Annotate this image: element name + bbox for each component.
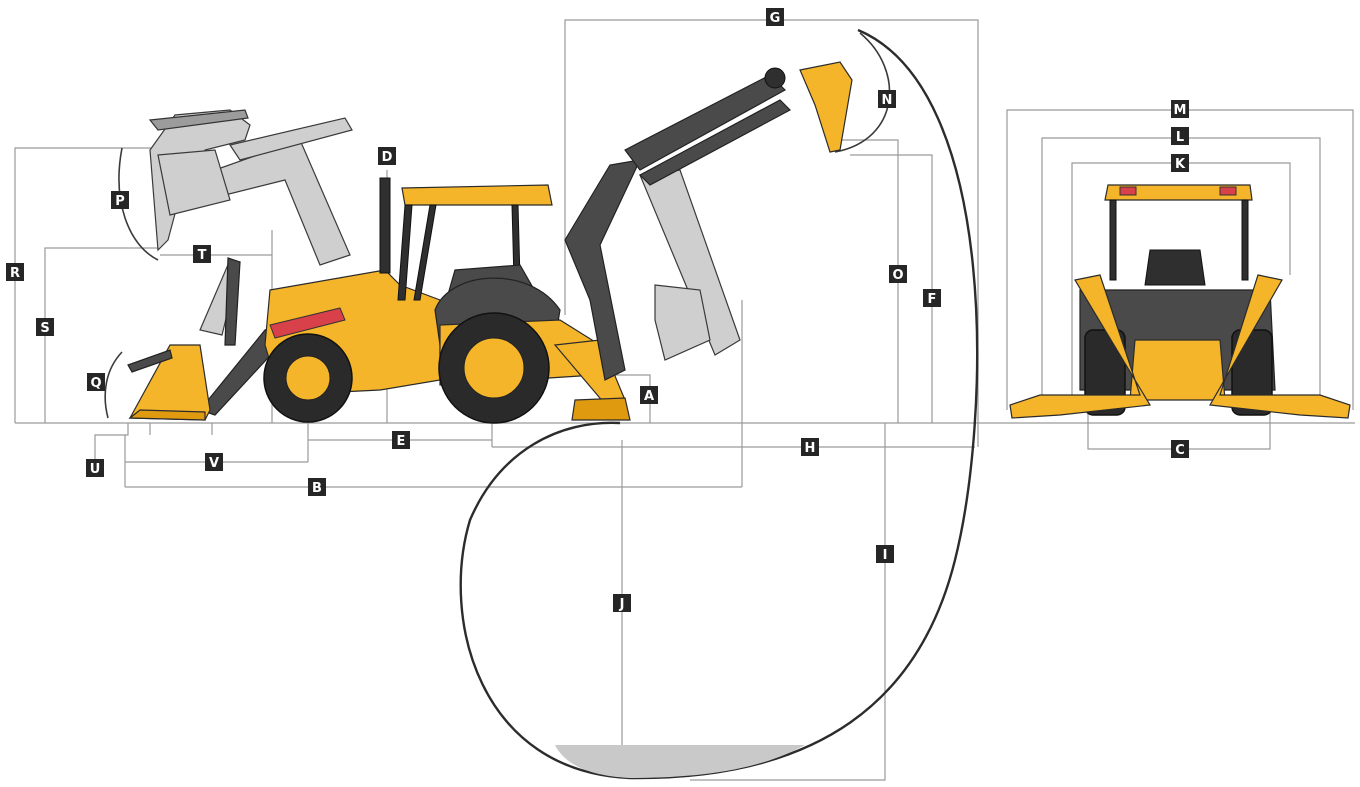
label-l: L [1171,127,1189,145]
lowered-loader-ghost [199,257,241,346]
label-p: P [111,191,129,209]
label-d: D [378,147,396,165]
label-u: U [86,459,104,477]
label-c: C [1171,440,1189,458]
label-n: N [878,90,896,108]
svg-text:Q: Q [90,376,101,391]
label-v: V [205,453,223,471]
dimension-labels: A B C D E F G H I J K L M N O P Q R S T … [6,8,1189,612]
label-e: E [392,431,410,449]
svg-text:T: T [198,248,207,263]
svg-text:B: B [312,481,322,496]
label-j: J [613,594,631,612]
dig-depth-area [555,745,805,778]
svg-text:F: F [928,292,937,307]
svg-text:U: U [90,462,101,477]
label-f: F [923,289,941,307]
svg-text:E: E [397,434,406,449]
svg-text:J: J [619,597,625,612]
label-h: H [801,438,819,456]
label-b: B [308,478,326,496]
label-g: G [766,8,784,26]
label-k: K [1171,154,1189,172]
raised-loader-ghost [148,109,353,266]
svg-text:D: D [382,150,393,165]
label-r: R [6,263,24,281]
label-o: O [889,265,907,283]
svg-text:R: R [10,266,20,281]
label-q: Q [87,373,105,391]
svg-text:I: I [883,548,888,563]
svg-text:G: G [770,11,781,26]
svg-text:H: H [805,441,816,456]
svg-text:K: K [1175,157,1186,172]
svg-text:V: V [209,456,219,471]
svg-text:C: C [1175,443,1185,458]
label-s: S [36,318,54,336]
label-a: A [640,386,658,404]
backhoe-loader-side [127,177,631,424]
svg-text:M: M [1174,103,1187,118]
backhoe-arm [564,61,853,381]
svg-text:O: O [892,268,903,283]
label-m: M [1171,100,1189,118]
svg-text:N: N [882,93,893,108]
svg-text:S: S [40,321,49,336]
backhoe-front-view [1009,184,1351,419]
svg-text:L: L [1176,130,1184,145]
label-t: T [193,245,211,263]
svg-text:A: A [644,389,654,404]
svg-text:P: P [115,194,125,209]
label-i: I [876,545,894,563]
